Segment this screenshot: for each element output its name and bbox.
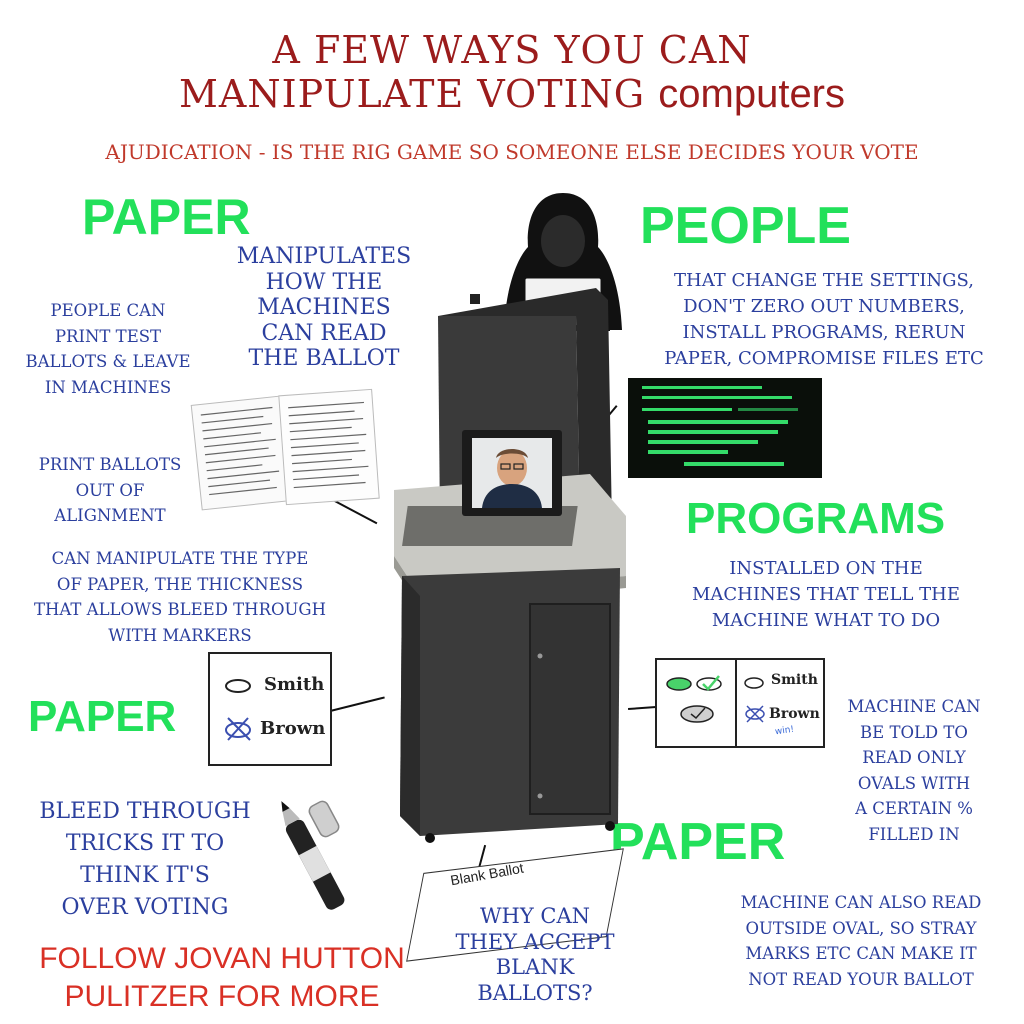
text-line: IN MACHINES xyxy=(44,377,172,397)
text-line: DON'T ZERO OUT NUMBERS, xyxy=(683,296,965,317)
ballot-name-brown: Brown xyxy=(769,706,820,722)
oval-text: MACHINE CAN BE TOLD TO READ ONLY OVALS W… xyxy=(836,694,992,847)
code-screen-image xyxy=(628,378,822,478)
ballot-inset-right: Smith Brown win! xyxy=(655,658,825,748)
text-line: INSTALLED ON THE xyxy=(729,558,923,579)
crossed-oval-icon xyxy=(745,705,765,723)
text-line: MACHINE WHAT TO DO xyxy=(711,610,941,631)
text-line: ALIGNMENT xyxy=(54,506,166,525)
text-line: MANIPULATES xyxy=(236,244,412,269)
outside-oval-text: MACHINE CAN ALSO READ OUTSIDE OVAL, SO S… xyxy=(730,890,992,992)
text-line: MACHINE CAN xyxy=(847,697,981,716)
text-line: OVER VOTING xyxy=(61,895,229,920)
ballot-lines-icon xyxy=(200,406,280,496)
oval-fill-examples-icon xyxy=(666,675,722,723)
text-line: THE BALLOT xyxy=(248,346,400,371)
text-line: A CERTAIN % xyxy=(855,799,973,818)
paper-heading-right: PAPER xyxy=(610,813,786,871)
paper-heading-top: PAPER xyxy=(82,189,251,245)
connector-line xyxy=(628,706,657,710)
code-lines-icon xyxy=(642,386,798,466)
text-line: MARKS ETC CAN MAKE IT xyxy=(745,944,977,963)
programs-text: INSTALLED ON THE MACHINES THAT TELL THE … xyxy=(680,556,972,634)
text-line: PEOPLE CAN xyxy=(50,301,166,320)
manipulates-text: MANIPULATES HOW THE MACHINES CAN READ TH… xyxy=(222,244,426,372)
text-line: HOW THE xyxy=(265,269,383,295)
text-line: CAN READ xyxy=(261,320,387,346)
blank-question-text: WHY CAN THEY ACCEPT BLANK BALLOTS? xyxy=(440,904,630,1006)
title-line-2-serif: MANIPULATE VOTING xyxy=(178,72,646,116)
text-line: BLANK xyxy=(495,955,575,979)
machine-display xyxy=(462,430,562,516)
title-line-2-sans: computers xyxy=(658,72,846,116)
text-line: MACHINES THAT TELL THE xyxy=(691,584,960,605)
ballot-name-smith: Smith xyxy=(264,674,325,695)
people-heading: PEOPLE xyxy=(640,197,851,255)
text-line: PRINT TEST xyxy=(54,326,162,346)
text-line: OUTSIDE OVAL, SO STRAY xyxy=(745,918,977,938)
crossed-oval-icon xyxy=(225,717,251,741)
text-line: THAT ALLOWS BLEED THROUGH xyxy=(34,600,326,619)
text-line: INSTALL PROGRAMS, RERUN xyxy=(682,322,966,343)
test-ballots-text: PEOPLE CAN PRINT TEST BALLOTS & LEAVE IN… xyxy=(10,298,206,400)
candidate-photo xyxy=(472,438,552,508)
text-line: OF PAPER, THE THICKNESS xyxy=(56,574,304,594)
ballot-name-smith: Smith xyxy=(771,672,818,688)
text-line: PRINT BALLOTS xyxy=(38,455,182,474)
bleed-text: BLEED THROUGH TRICKS IT TO THINK IT'S OV… xyxy=(30,796,260,924)
programs-heading: PROGRAMS xyxy=(686,494,946,543)
divider xyxy=(735,660,737,746)
marker-icon xyxy=(281,800,345,910)
person-icon xyxy=(482,449,542,508)
text-line: READ ONLY xyxy=(862,748,966,767)
win-note: win! xyxy=(774,724,795,738)
text-line: BALLOTS & LEAVE xyxy=(25,352,191,371)
ballot-inset-left: Smith Brown xyxy=(208,652,332,766)
text-line: THINK IT'S xyxy=(80,863,210,888)
title-line-1: A FEW WAYS YOU CAN xyxy=(272,28,752,72)
text-line: BLEED THROUGH xyxy=(39,799,251,824)
empty-oval-icon xyxy=(744,677,764,689)
text-line: CAN MANIPULATE THE TYPE xyxy=(51,549,309,568)
text-line: FILLED IN xyxy=(868,824,960,844)
ballot-name-brown: Brown xyxy=(260,718,326,739)
text-line: WHY CAN xyxy=(479,904,591,928)
paper-heading-left: PAPER xyxy=(28,692,177,741)
text-line: OUT OF xyxy=(75,480,145,500)
text-line: NOT READ YOUR BALLOT xyxy=(748,969,974,989)
ballot-lines-icon xyxy=(288,401,369,489)
text-line: PAPER, COMPROMISE FILES ETC xyxy=(664,348,984,369)
paper-type-text: CAN MANIPULATE THE TYPE OF PAPER, THE TH… xyxy=(20,546,340,648)
text-line: THEY ACCEPT xyxy=(455,929,615,954)
test-ballot-paper-2 xyxy=(278,388,380,506)
text-line: PULITZER FOR MORE xyxy=(64,980,380,1013)
text-line: MACHINES xyxy=(257,295,391,320)
connector-line xyxy=(334,500,378,525)
subtitle: AJUDICATION - IS THE RIG GAME SO SOMEONE… xyxy=(105,140,919,164)
text-line: WITH MARKERS xyxy=(108,625,252,645)
text-line: BE TOLD TO xyxy=(860,722,968,742)
test-ballot-paper-1 xyxy=(190,395,292,511)
text-line: BALLOTS? xyxy=(477,980,593,1005)
text-line: MACHINE CAN ALSO READ xyxy=(740,893,982,912)
alignment-text: PRINT BALLOTS OUT OF ALIGNMENT xyxy=(20,452,200,529)
title-line-2: MANIPULATE VOTING computers xyxy=(0,74,1024,114)
connector-line xyxy=(330,696,385,712)
text-line: OVALS WITH xyxy=(857,773,971,793)
empty-oval-icon xyxy=(225,679,251,693)
text-line: FOLLOW JOVAN HUTTON xyxy=(39,942,405,975)
voting-machine-image xyxy=(394,288,626,843)
text-line: TRICKS IT TO xyxy=(65,831,225,856)
follow-text: FOLLOW JOVAN HUTTON PULITZER FOR MORE xyxy=(20,940,424,1016)
text-line: THAT CHANGE THE SETTINGS, xyxy=(674,270,974,291)
people-text: THAT CHANGE THE SETTINGS, DON'T ZERO OUT… xyxy=(656,268,992,372)
